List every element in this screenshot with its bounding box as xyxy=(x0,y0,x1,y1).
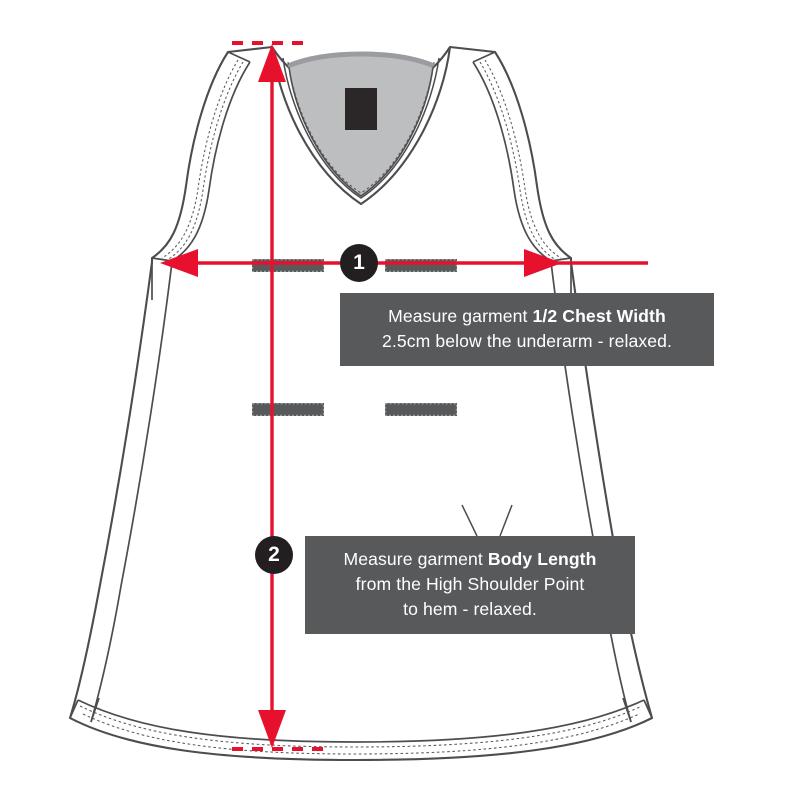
armhole-topstitch-right-1 xyxy=(484,59,562,259)
callout-chest-line-1-term: 1/2 Chest Width xyxy=(532,306,666,326)
armhole-topstitch-left-1 xyxy=(161,59,239,259)
seam-mark-lower-left xyxy=(252,403,325,417)
callout-length-leaders xyxy=(461,504,513,537)
callout-length-line-2: from the High Shoulder Point xyxy=(355,573,585,594)
hem-group xyxy=(69,697,653,755)
armhole-topstitch-right-2 xyxy=(479,61,557,261)
callout-length-line-1-term: Body Length xyxy=(487,549,597,569)
neck-binding-outer xyxy=(270,46,452,206)
armhole-binding-left-inner xyxy=(171,61,251,262)
callout-body-length: Measure garment Body Length from the Hig… xyxy=(305,536,635,634)
arrow-right-icon xyxy=(524,249,562,277)
callout-half-chest-width: Measure garment 1/2 Chest Width 2.5cm be… xyxy=(340,293,714,366)
measurement-body-length xyxy=(232,41,330,751)
body-drape-left xyxy=(90,261,173,723)
callout-chest-line-1: Measure garment 1/2 Chest Width xyxy=(354,304,700,329)
neck-band-top xyxy=(287,51,435,69)
armhole-binding-right-inner xyxy=(472,61,552,262)
callout-length-line-1: Measure garment Body Length xyxy=(319,547,621,572)
arrow-down-icon xyxy=(258,710,286,748)
seam-mark-lower-right xyxy=(385,403,458,417)
hem-topstitch-2 xyxy=(82,713,640,755)
strap-cap-right xyxy=(472,51,496,63)
seam-mark-upper-left xyxy=(252,259,325,273)
hem-fold-line xyxy=(77,699,645,743)
strap-cap-left xyxy=(227,51,251,63)
callout-length-line-3: to hem - relaxed. xyxy=(403,598,537,619)
callout-chest-line-2: 2.5cm below the underarm - relaxed. xyxy=(381,330,673,351)
neck-binding-inner xyxy=(282,57,440,199)
measurement-half-chest xyxy=(160,249,648,277)
hem-corner-left-outer xyxy=(69,699,79,719)
arrow-left-icon xyxy=(160,249,198,277)
hem-corner-right-outer xyxy=(643,699,653,719)
neck-topstitch xyxy=(287,61,435,194)
neckline-group xyxy=(270,46,452,206)
hem-corner-left-inner xyxy=(90,697,100,723)
callout-chest-line-1-prefix: Measure garment xyxy=(388,306,533,326)
arrow-up-icon xyxy=(258,44,286,82)
hem-topstitch-1 xyxy=(79,705,643,748)
hem-corner-right-inner xyxy=(622,697,632,723)
measurement-marker-2: 2 xyxy=(255,536,293,574)
seam-mark-upper-right xyxy=(385,259,458,273)
armhole-bindings xyxy=(151,51,572,262)
measurement-marker-1: 1 xyxy=(340,244,378,282)
callout-length-line-1-prefix: Measure garment xyxy=(343,549,488,569)
armhole-topstitch-left-2 xyxy=(166,61,244,261)
label-patch xyxy=(345,88,377,130)
